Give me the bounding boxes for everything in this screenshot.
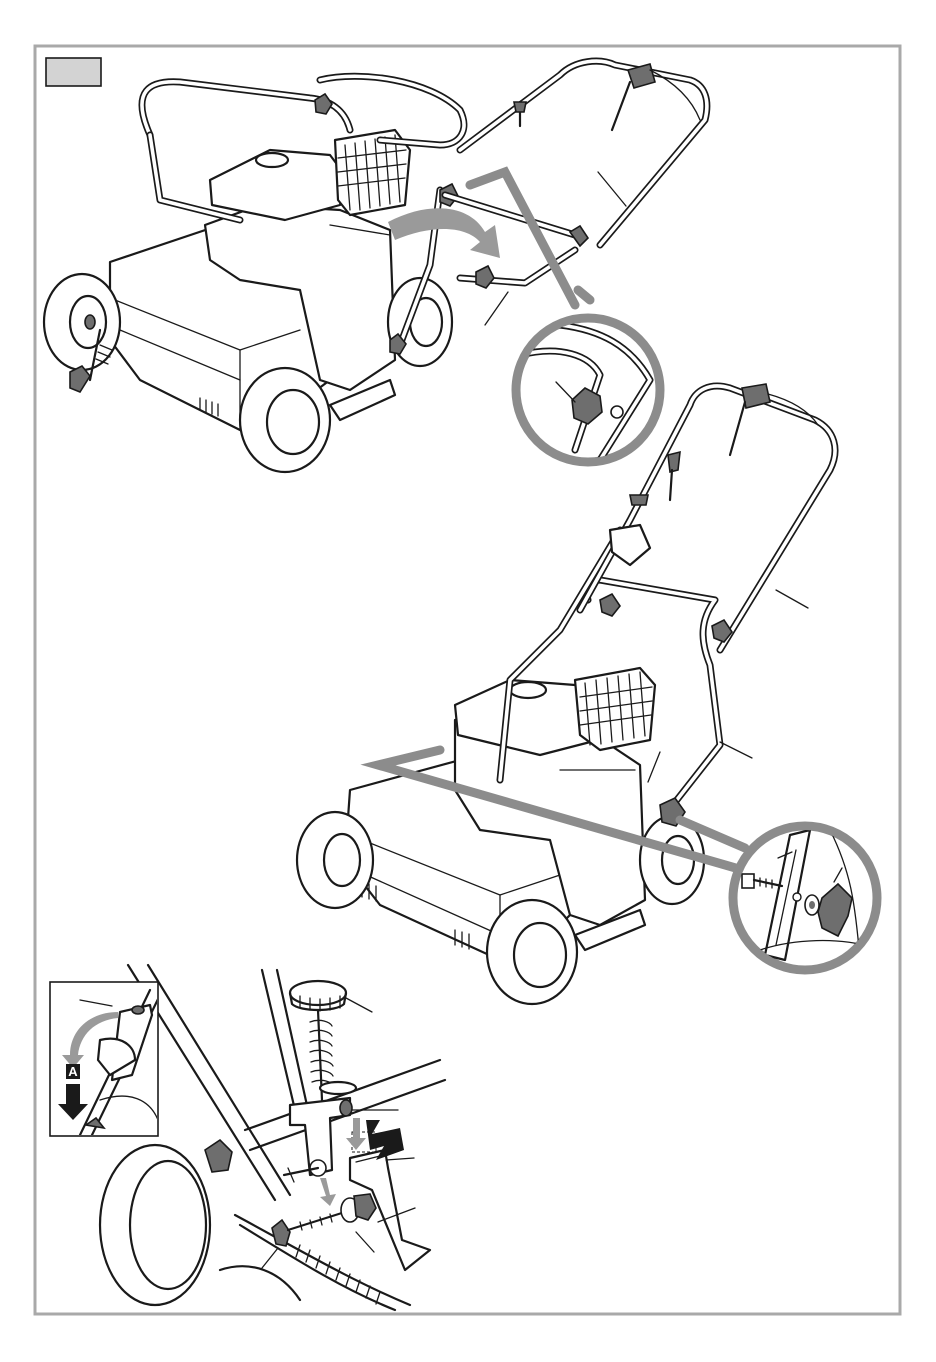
- cable-hose: [235, 1215, 410, 1310]
- side-star-knob: [205, 1140, 232, 1172]
- handle-knob-2a: [600, 594, 620, 616]
- nut-icon: [341, 1194, 376, 1222]
- figure-frame: [35, 46, 900, 1314]
- upper-handle-unfolded: [445, 61, 707, 325]
- rotation-arrow: [388, 208, 500, 258]
- guide-arrow-pin: [320, 1178, 336, 1206]
- wheel-front-left: [44, 274, 120, 370]
- callout-line-top-b: [578, 290, 590, 300]
- figure-number-box: [46, 58, 101, 86]
- bracket-icon: [284, 1098, 352, 1182]
- wheel-2-left: [297, 812, 373, 908]
- pin-icon: [272, 1212, 345, 1246]
- handle-star-knob-top: [476, 266, 494, 288]
- wheel-front-right: [240, 368, 330, 472]
- step-marker-label: A: [68, 1064, 78, 1079]
- zoom-detail-star-knob: [516, 318, 660, 462]
- wheel-2-front: [487, 900, 577, 1004]
- guide-arrow-down: [346, 1118, 366, 1150]
- step-marker-a: A: [66, 1064, 80, 1079]
- scene-folded-scarifier: [44, 76, 464, 472]
- adjuster-knob: [290, 981, 346, 1011]
- inset-lever-detail: A: [50, 982, 160, 1136]
- spring-icon: [310, 1010, 356, 1100]
- air-filter-grille-2: [575, 668, 655, 750]
- zoom-detail-bolt-knob: [733, 826, 880, 970]
- wheel-3: [100, 1145, 210, 1305]
